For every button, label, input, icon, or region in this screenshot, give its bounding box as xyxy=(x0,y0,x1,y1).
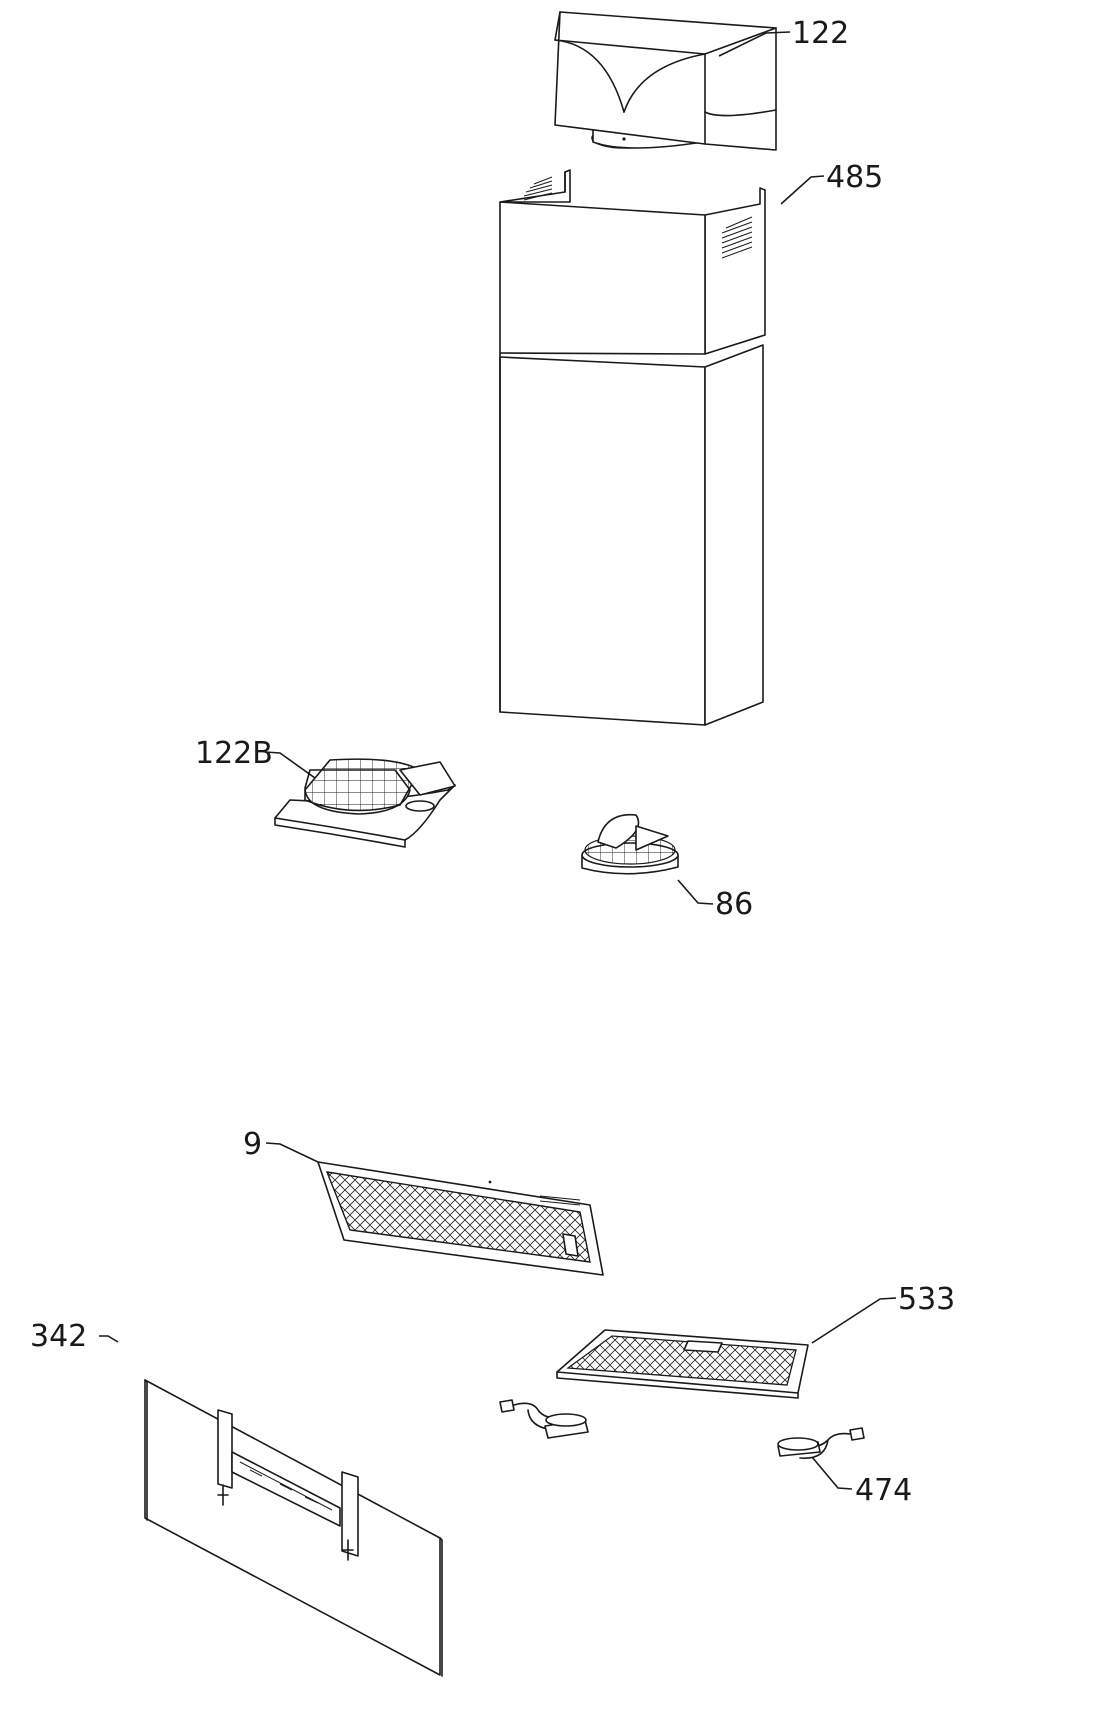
leader-86 xyxy=(677,879,714,905)
callout-342: 342 xyxy=(30,1319,87,1354)
duct-adapter-122 xyxy=(554,11,777,151)
vent-slots xyxy=(523,176,753,259)
callout-122b: 122B xyxy=(195,736,273,771)
chimney-cover-485 xyxy=(499,169,766,726)
callout-leaders xyxy=(99,31,897,1490)
recirculation-kit-122b xyxy=(274,758,456,848)
leader-342 xyxy=(99,1335,119,1343)
leader-122b xyxy=(264,751,316,779)
callout-86: 86 xyxy=(715,887,753,922)
led-lamps-474 xyxy=(499,1399,865,1459)
grease-filter-533 xyxy=(556,1329,809,1399)
leader-533 xyxy=(811,1297,897,1344)
control-panel-342 xyxy=(144,1379,443,1677)
callout-474: 474 xyxy=(855,1473,912,1508)
leader-474 xyxy=(811,1456,853,1490)
carbon-filter-86 xyxy=(581,813,679,875)
leader-485 xyxy=(780,175,825,205)
callout-533: 533 xyxy=(898,1282,955,1317)
grease-filter-9 xyxy=(317,1161,604,1276)
leader-9 xyxy=(265,1142,319,1163)
callout-485: 485 xyxy=(826,160,883,195)
callout-122: 122 xyxy=(792,16,849,51)
leader-122 xyxy=(718,31,791,57)
callout-9: 9 xyxy=(243,1127,262,1162)
